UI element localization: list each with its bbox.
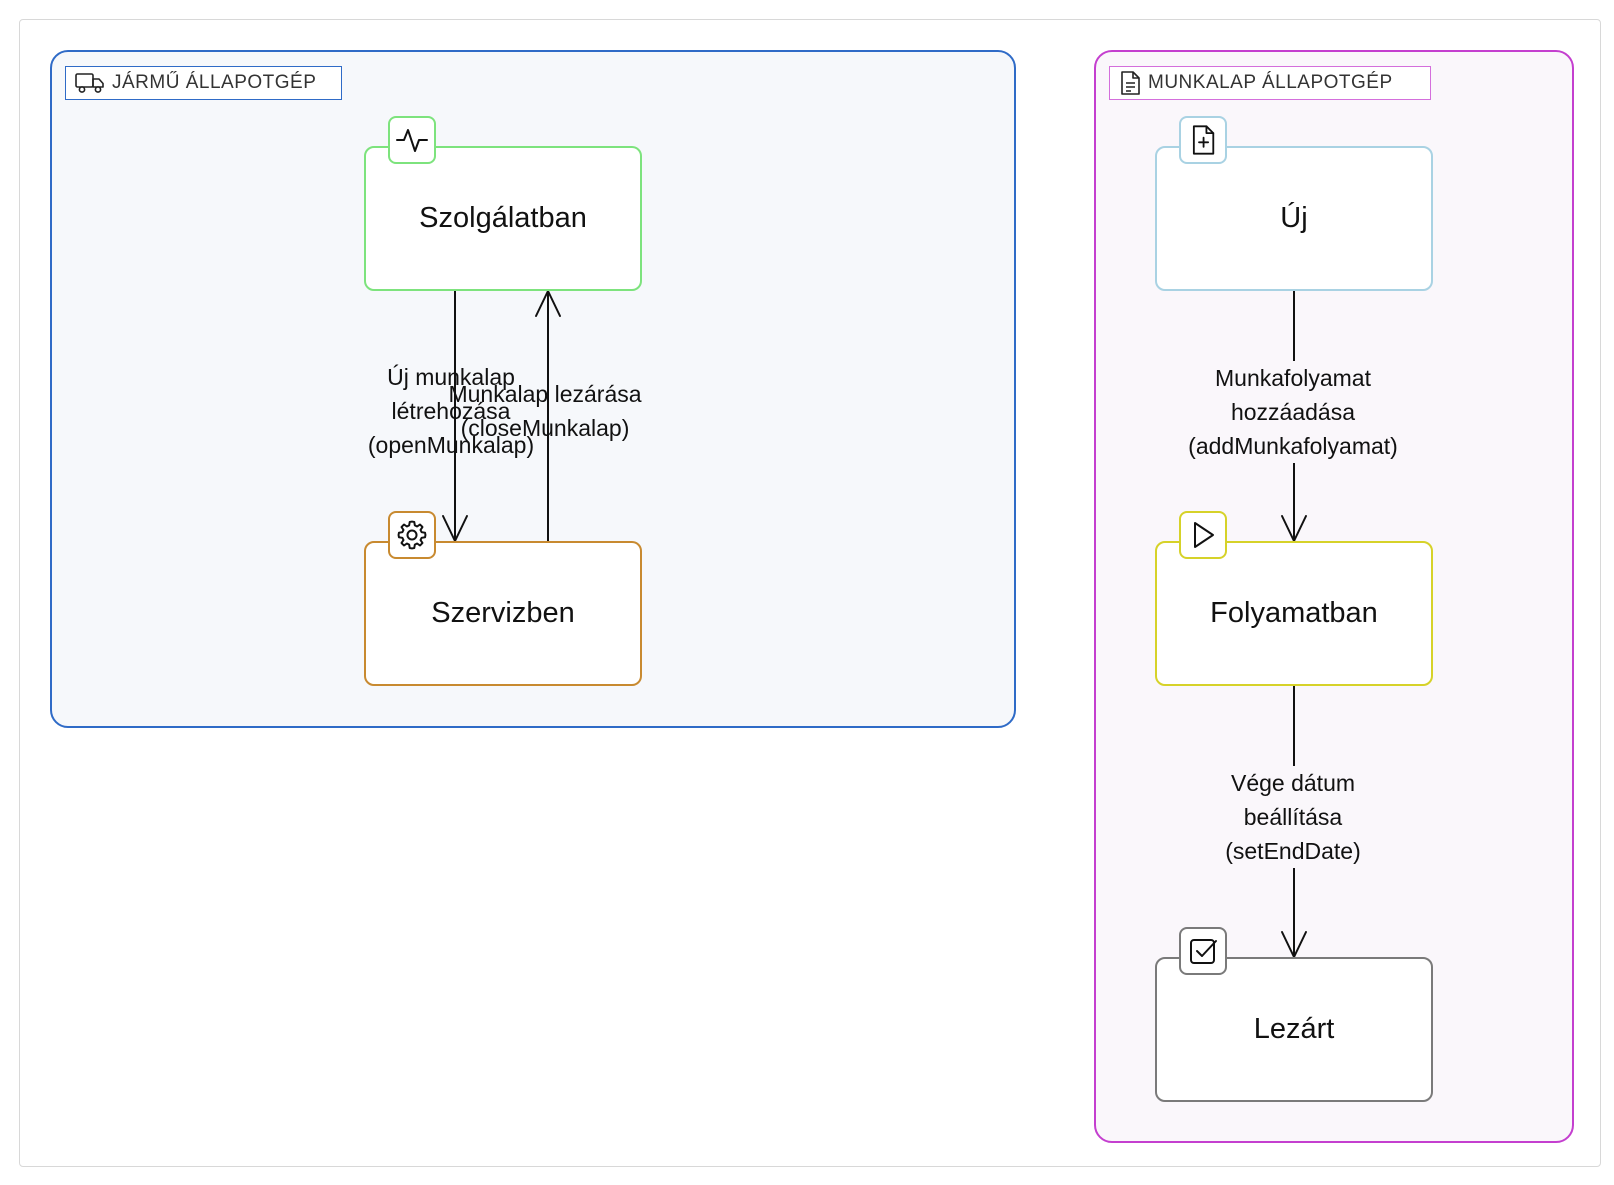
state-label: Új — [1280, 202, 1308, 234]
worksheet-group-title: MUNKALAP ÁLLAPOTGÉP — [1148, 72, 1393, 93]
state-folyamatban[interactable]: Folyamatban — [1155, 541, 1433, 686]
state-label: Lezárt — [1253, 1013, 1335, 1045]
gear-icon — [388, 511, 436, 559]
vehicle-group-label: JÁRMŰ ÁLLAPOTGÉP — [65, 66, 342, 100]
truck-icon — [75, 73, 104, 93]
state-label: Folyamatban — [1210, 597, 1378, 629]
file-plus-icon — [1179, 116, 1227, 164]
transition-label-open: Új munkalap létrehozása (openMunkalap) — [367, 364, 535, 458]
transition-label-add: Munkafolyamat hozzáadása (addMunkafolyam… — [1163, 361, 1423, 463]
state-szervizben[interactable]: Szervizben — [364, 541, 642, 686]
state-szolgalatban[interactable]: Szolgálatban — [364, 146, 642, 291]
worksheet-group-label: MUNKALAP ÁLLAPOTGÉP — [1109, 66, 1431, 100]
state-uj[interactable]: Új — [1155, 146, 1433, 291]
play-icon — [1179, 511, 1227, 559]
transition-label-close: Munkalap lezárása (closeMunkalap) — [448, 381, 642, 441]
activity-icon — [388, 116, 436, 164]
transition-label-end: Vége dátum beállítása (setEndDate) — [1183, 766, 1403, 868]
state-lezart[interactable]: Lezárt — [1155, 957, 1433, 1102]
vehicle-group-title: JÁRMŰ ÁLLAPOTGÉP — [112, 72, 317, 93]
state-label: Szervizben — [431, 597, 575, 629]
state-label: Szolgálatban — [419, 202, 587, 234]
checkbox-icon — [1179, 927, 1227, 975]
document-icon — [1121, 71, 1140, 95]
